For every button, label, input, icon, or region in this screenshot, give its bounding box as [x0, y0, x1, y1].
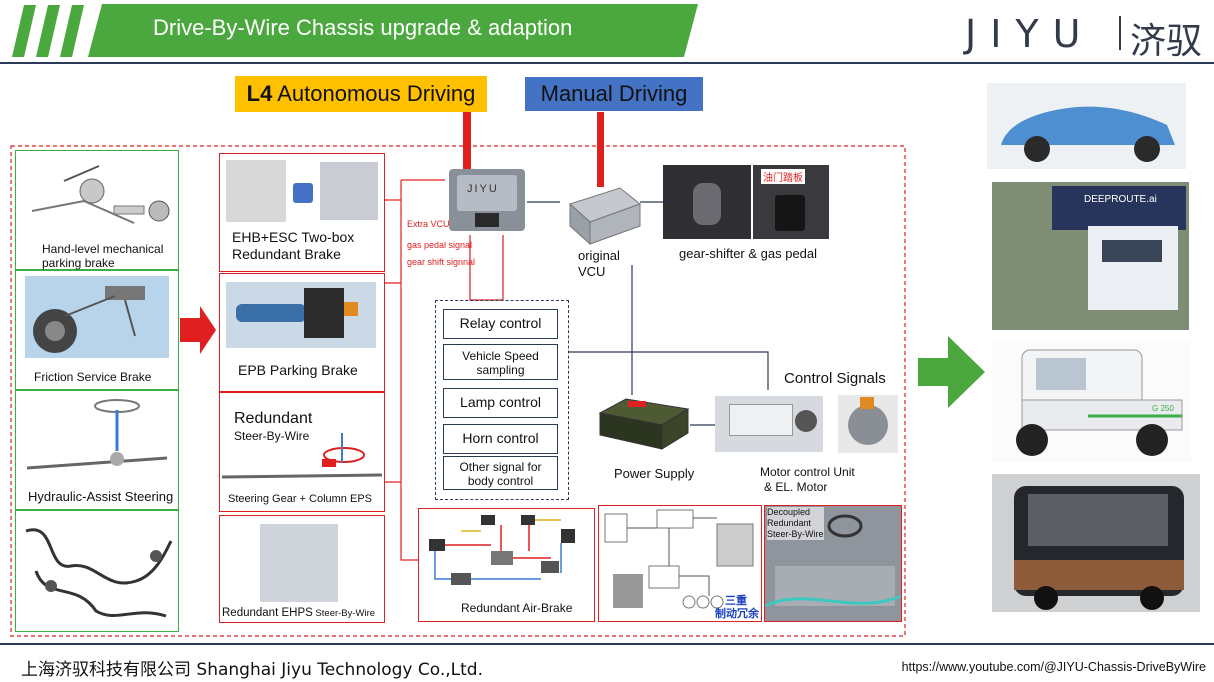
extra-vcu-logo: JIYU — [467, 183, 499, 195]
ehb-label-1: EHB+ESC Two-box — [232, 229, 355, 245]
decoupled-steer-card: Decoupled Redundant Steer-By-Wire — [764, 505, 902, 622]
steer-title: Redundant — [234, 410, 313, 427]
bus-image — [992, 474, 1200, 612]
power-supply-label: Power Supply — [614, 466, 695, 481]
original-vcu-label-2: VCU — [578, 264, 606, 279]
suv-image — [987, 83, 1186, 169]
gas-pedal-image: 油门踏板 — [753, 165, 829, 239]
steer-subtitle: Steer-By-Wire — [234, 429, 310, 443]
decoupled-line-2: Redundant — [767, 518, 812, 528]
extra-vcu-image: JIYU — [449, 169, 525, 231]
air-brake-card: Redundant Air-Brake — [418, 508, 595, 622]
epb-label: EPB Parking Brake — [238, 362, 358, 378]
ehb-esc-card: EHB+ESC Two-box Redundant Brake — [219, 153, 385, 272]
footer-company: 上海济驭科技有限公司 Shanghai Jiyu Technology Co.,… — [21, 660, 483, 680]
other-line-1: Other signal for — [459, 460, 542, 474]
gear-pedal-label: gear-shifter & gas pedal — [679, 246, 818, 261]
control-signals-label: Control Signals — [784, 370, 886, 387]
extra-vcu-text-1: Extra VCU — [407, 219, 450, 229]
other-line-2: body control — [467, 474, 534, 488]
wiring-harness-diagram — [25, 528, 173, 618]
ehps-label: Redundant EHPS Steer-By-Wire — [222, 607, 375, 619]
esc-module-image — [320, 162, 378, 220]
footer-url[interactable]: https://www.youtube.com/@JIYU-Chassis-Dr… — [901, 660, 1206, 674]
logo-divider — [1119, 16, 1121, 50]
steer-by-wire-card: Redundant Steer-By-Wire Steering Gear + … — [219, 392, 385, 512]
delivery-truck-image: DEEPROUTE.ai — [992, 182, 1189, 330]
decoupled-line-1: Decoupled — [767, 507, 811, 517]
power-supply-image — [596, 395, 692, 453]
footer-rule — [0, 643, 1214, 645]
extra-vcu-text-3: gear shift signnal — [407, 257, 476, 267]
ehb-master-cylinder-image — [226, 160, 286, 222]
motor-control-unit-image — [715, 396, 823, 452]
friction-brake-image — [25, 276, 169, 358]
decoupled-label: Decoupled Redundant Steer-By-Wire — [767, 507, 824, 540]
header-stripes — [12, 5, 102, 57]
epb-card: EPB Parking Brake — [219, 273, 385, 392]
wiring-harness-card — [15, 510, 179, 632]
speed-line-1: Vehicle Speed — [462, 349, 539, 363]
hydraulic-steering-card: Hydraulic-Assist Steering — [15, 390, 179, 510]
decoupled-line-3: Steer-By-Wire — [767, 529, 824, 539]
l4-autonomous-label: L4 Autonomous Driving — [235, 76, 487, 112]
extra-vcu-text-2: gas pedal signal — [407, 240, 473, 250]
logo-latin: JIYU — [965, 12, 1095, 56]
plus-icon — [293, 183, 313, 203]
hand-brake-label-1: Hand-level mechanical — [42, 242, 164, 256]
ehb-label-2: Redundant Brake — [232, 246, 341, 262]
hand-brake-label-2: parking brake — [42, 256, 115, 270]
friction-brake-label: Friction Service Brake — [34, 370, 152, 384]
epb-image — [226, 282, 376, 348]
hand-brake-diagram — [31, 165, 170, 224]
vehicle-speed-sampling: Vehicle Speed sampling — [443, 344, 558, 380]
horn-control: Horn control — [443, 424, 558, 454]
original-vcu-image — [560, 186, 642, 246]
motor-label-1: Motor control Unit — [760, 465, 855, 479]
original-vcu-label-1: original — [578, 248, 620, 263]
logo-chinese: 济驭 — [1130, 21, 1203, 62]
manual-driving-label: Manual Driving — [525, 77, 703, 111]
l4-bold: L4 — [246, 81, 273, 106]
friction-brake-card: Friction Service Brake — [15, 270, 179, 390]
hand-brake-card: Hand-level mechanical parking brake — [15, 150, 179, 270]
triple-brake-text-1: 三重 — [725, 595, 747, 607]
triple-brake-text-2: 制动冗余 — [715, 608, 759, 620]
ehps-small: Steer-By-Wire — [312, 608, 376, 619]
hydraulic-steering-label: Hydraulic-Assist Steering — [28, 489, 174, 504]
triple-brake-card: 三重 制动冗余 — [598, 505, 762, 622]
air-brake-label: Redundant Air-Brake — [461, 601, 573, 615]
other-body-control: Other signal for body control — [443, 456, 558, 490]
hydraulic-steering-diagram — [26, 399, 168, 470]
motor-label-2: & EL. Motor — [764, 480, 828, 494]
tug-badge: G 250 — [1152, 404, 1174, 413]
air-brake-schematic — [429, 515, 575, 585]
triple-brake-schematic — [604, 509, 754, 609]
speed-line-2: sampling — [476, 363, 525, 377]
electric-motor-image — [838, 395, 898, 453]
logo: JIYU 济驭 — [965, 10, 1214, 62]
gear-shifter-image — [663, 165, 751, 239]
control-panel — [435, 300, 569, 500]
header-banner — [88, 4, 698, 57]
steer-caption: Steering Gear + Column EPS — [228, 493, 372, 505]
ehps-card: Redundant EHPS Steer-By-Wire — [219, 515, 385, 623]
ehps-main: Redundant EHPS — [222, 607, 313, 619]
tow-tractor-image: G 250 — [992, 340, 1191, 462]
truck-brand: DEEPROUTE.ai — [1084, 194, 1157, 205]
lamp-control: Lamp control — [443, 388, 558, 418]
relay-control: Relay control — [443, 309, 558, 339]
pedal-sign: 油门踏板 — [761, 169, 805, 184]
steer-diagram — [222, 433, 382, 479]
header-rule — [0, 62, 1214, 64]
page-title: Drive-By-Wire Chassis upgrade & adaption — [153, 15, 573, 40]
ehps-image — [260, 524, 338, 602]
l4-rest: Autonomous Driving — [272, 81, 476, 106]
